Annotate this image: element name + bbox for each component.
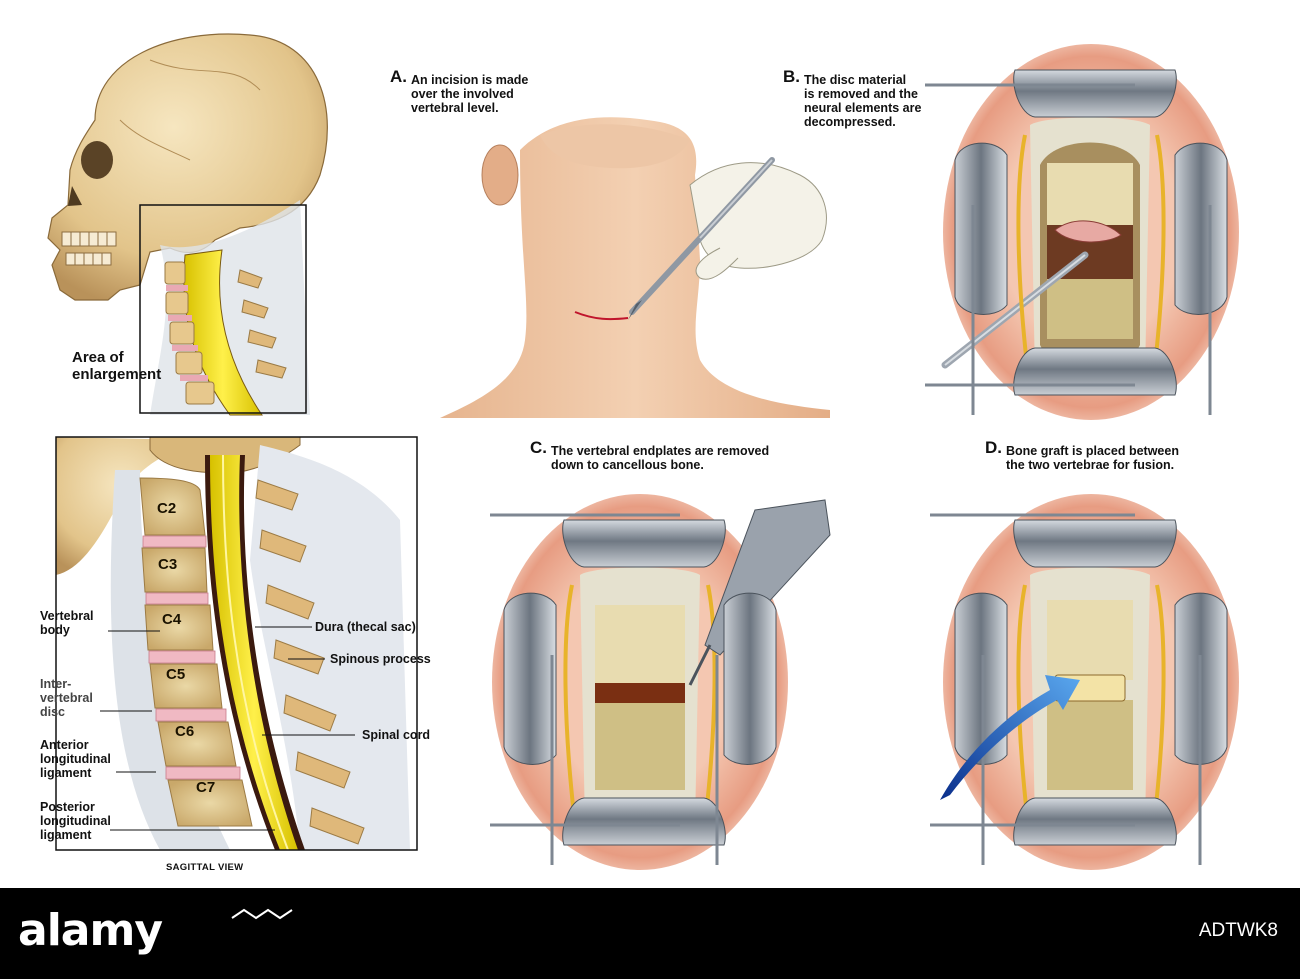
skull-illustration — [47, 33, 328, 416]
illustration-canvas — [47, 33, 1239, 870]
vertebra-label-c4: C4 — [162, 611, 182, 628]
step-c-surgical-view — [490, 494, 831, 870]
step-b-caption: B.The disc material is removed and the n… — [783, 67, 922, 129]
vertebra-label-c7: C7 — [196, 779, 216, 796]
vertebra-label-c6: C6 — [175, 723, 195, 740]
vertebra-label-c3: C3 — [158, 556, 178, 573]
step-d-caption: D.Bone graft is placed between the two v… — [985, 438, 1179, 472]
step-c-caption: C.The vertebral endplates are removed do… — [530, 438, 770, 472]
posterior-ligament-label: Posterior longitudinal ligament — [40, 800, 111, 842]
vertebra-label-c5: C5 — [166, 666, 186, 683]
dura-label: Dura (thecal sac) — [315, 620, 416, 634]
placement-arrow-icon — [940, 675, 1080, 800]
step-c-text: The vertebral endplates are removed down… — [551, 444, 770, 472]
step-d-text: Bone graft is placed between the two ver… — [1006, 444, 1179, 472]
anterior-ligament-label: Anterior longitudinal ligament — [40, 738, 111, 780]
intervertebral-disc-label: Inter- vertebral disc — [40, 677, 93, 719]
area-of-enlargement-box — [139, 204, 307, 414]
step-b-surgical-view — [925, 44, 1239, 420]
spinal-cord-label: Spinal cord — [362, 728, 431, 742]
alamy-logo-icon — [231, 908, 293, 920]
step-a-letter: A. — [390, 67, 407, 86]
vertebra-label-c2: C2 — [157, 500, 177, 517]
step-d-surgical-view — [930, 494, 1239, 870]
sagittal-view-illustration — [55, 436, 418, 851]
vertebral-body-label: Vertebral body — [40, 609, 94, 637]
step-a-caption: A.An incision is made over the involved … — [390, 67, 529, 115]
step-b-text: The disc material is removed and the neu… — [804, 73, 922, 129]
step-b-letter: B. — [783, 67, 800, 86]
spinous-process-label: Spinous process — [330, 652, 431, 666]
brand-logo: alamy — [18, 905, 163, 956]
stock-footer-bar — [0, 888, 1300, 979]
sagittal-view-label: SAGITTAL VIEW — [166, 862, 244, 873]
step-a-text: An incision is made over the involved ve… — [411, 73, 529, 115]
image-id: ADTWK8 — [1198, 920, 1278, 941]
step-a-neck-illustration — [440, 117, 830, 418]
step-d-letter: D. — [985, 438, 1002, 457]
area-of-enlargement-label: Area of enlargement — [72, 349, 162, 383]
step-c-letter: C. — [530, 438, 547, 457]
